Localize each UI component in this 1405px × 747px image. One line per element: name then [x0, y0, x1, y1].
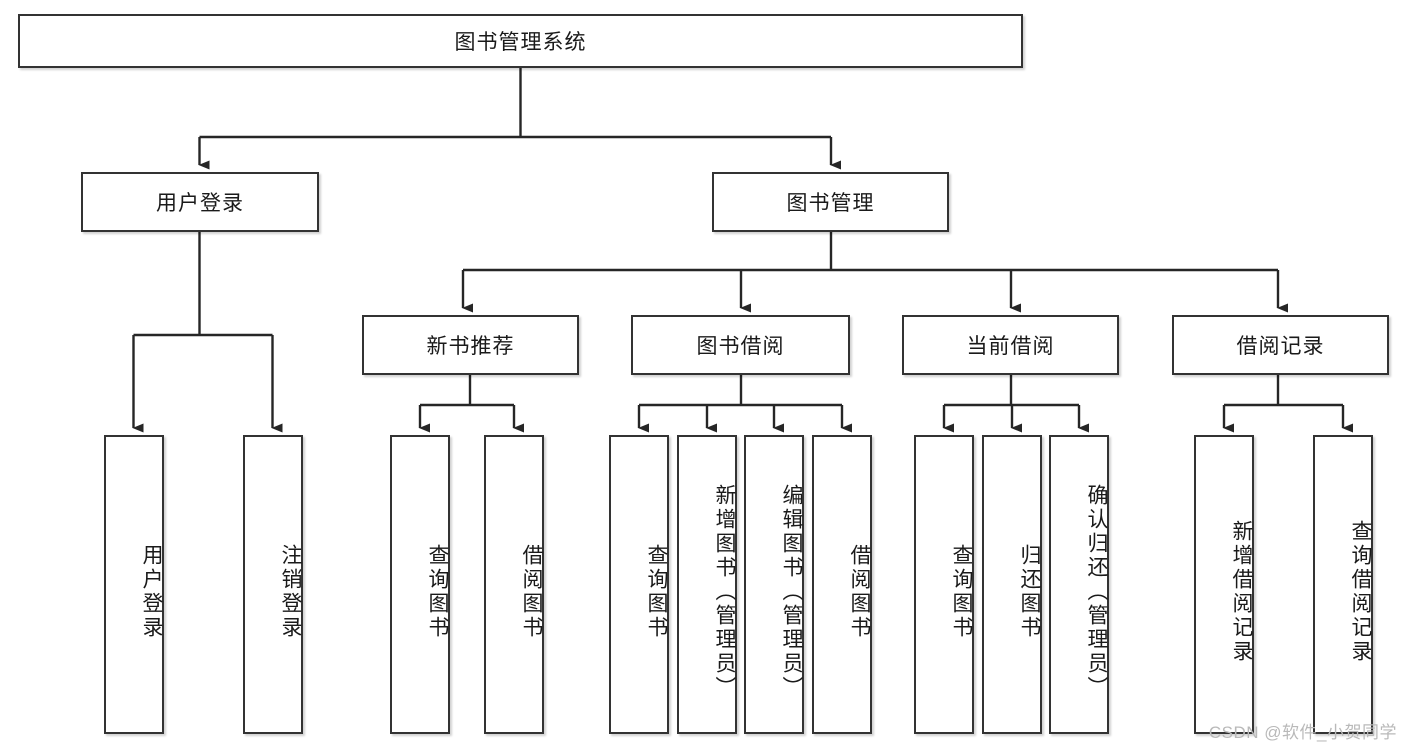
node-new-book-recommend[interactable]: 新书推荐 — [362, 315, 579, 375]
node-leaf-confirm-return[interactable]: 确认归还（管理员） — [1049, 435, 1109, 734]
node-borrow-record-label: 借阅记录 — [1236, 335, 1325, 358]
node-leaf-edit-book[interactable]: 编辑图书（管理员） — [744, 435, 804, 734]
node-leaf-logout-label: 注销登录 — [279, 543, 302, 640]
node-leaf-query-book-borrow[interactable]: 查询图书 — [609, 435, 669, 734]
node-book-borrow-label: 图书借阅 — [696, 335, 785, 358]
node-leaf-query-book-current-label: 查询图书 — [950, 543, 973, 640]
node-leaf-borrow-book[interactable]: 借阅图书 — [812, 435, 872, 734]
node-borrow-record[interactable]: 借阅记录 — [1172, 315, 1389, 375]
node-leaf-add-book[interactable]: 新增图书（管理员） — [677, 435, 737, 734]
node-leaf-edit-book-label: 编辑图书（管理员） — [780, 483, 803, 700]
node-new-book-recommend-label: 新书推荐 — [426, 335, 515, 358]
node-root-label: 图书管理系统 — [454, 31, 587, 54]
node-leaf-query-borrow-record[interactable]: 查询借阅记录 — [1313, 435, 1373, 734]
node-leaf-confirm-return-label: 确认归还（管理员） — [1085, 483, 1108, 700]
node-leaf-query-borrow-record-label: 查询借阅记录 — [1349, 519, 1372, 664]
node-leaf-query-book-recommend-label: 查询图书 — [426, 543, 449, 640]
node-leaf-return-book[interactable]: 归还图书 — [982, 435, 1042, 734]
watermark-text: CSDN @软件_小贺同学 — [1208, 723, 1397, 742]
node-leaf-user-login-label: 用户登录 — [140, 543, 163, 640]
node-book-management[interactable]: 图书管理 — [712, 172, 949, 232]
node-current-borrow-label: 当前借阅 — [966, 335, 1055, 358]
node-leaf-return-book-label: 归还图书 — [1018, 543, 1041, 640]
node-leaf-query-book-borrow-label: 查询图书 — [645, 543, 668, 640]
node-root[interactable]: 图书管理系统 — [18, 14, 1023, 68]
node-leaf-logout[interactable]: 注销登录 — [243, 435, 303, 734]
node-leaf-query-book-current[interactable]: 查询图书 — [914, 435, 974, 734]
node-leaf-borrow-book-recommend-label: 借阅图书 — [520, 543, 543, 640]
node-user-login[interactable]: 用户登录 — [81, 172, 319, 232]
node-leaf-add-borrow-record-label: 新增借阅记录 — [1230, 519, 1253, 664]
node-current-borrow[interactable]: 当前借阅 — [902, 315, 1119, 375]
node-leaf-add-book-label: 新增图书（管理员） — [713, 483, 736, 700]
node-leaf-query-book-recommend[interactable]: 查询图书 — [390, 435, 450, 734]
node-book-management-label: 图书管理 — [786, 192, 875, 215]
node-leaf-borrow-book-recommend[interactable]: 借阅图书 — [484, 435, 544, 734]
node-leaf-user-login[interactable]: 用户登录 — [104, 435, 164, 734]
node-leaf-add-borrow-record[interactable]: 新增借阅记录 — [1194, 435, 1254, 734]
node-leaf-borrow-book-label: 借阅图书 — [848, 543, 871, 640]
node-book-borrow[interactable]: 图书借阅 — [631, 315, 850, 375]
node-user-login-label: 用户登录 — [156, 192, 244, 215]
